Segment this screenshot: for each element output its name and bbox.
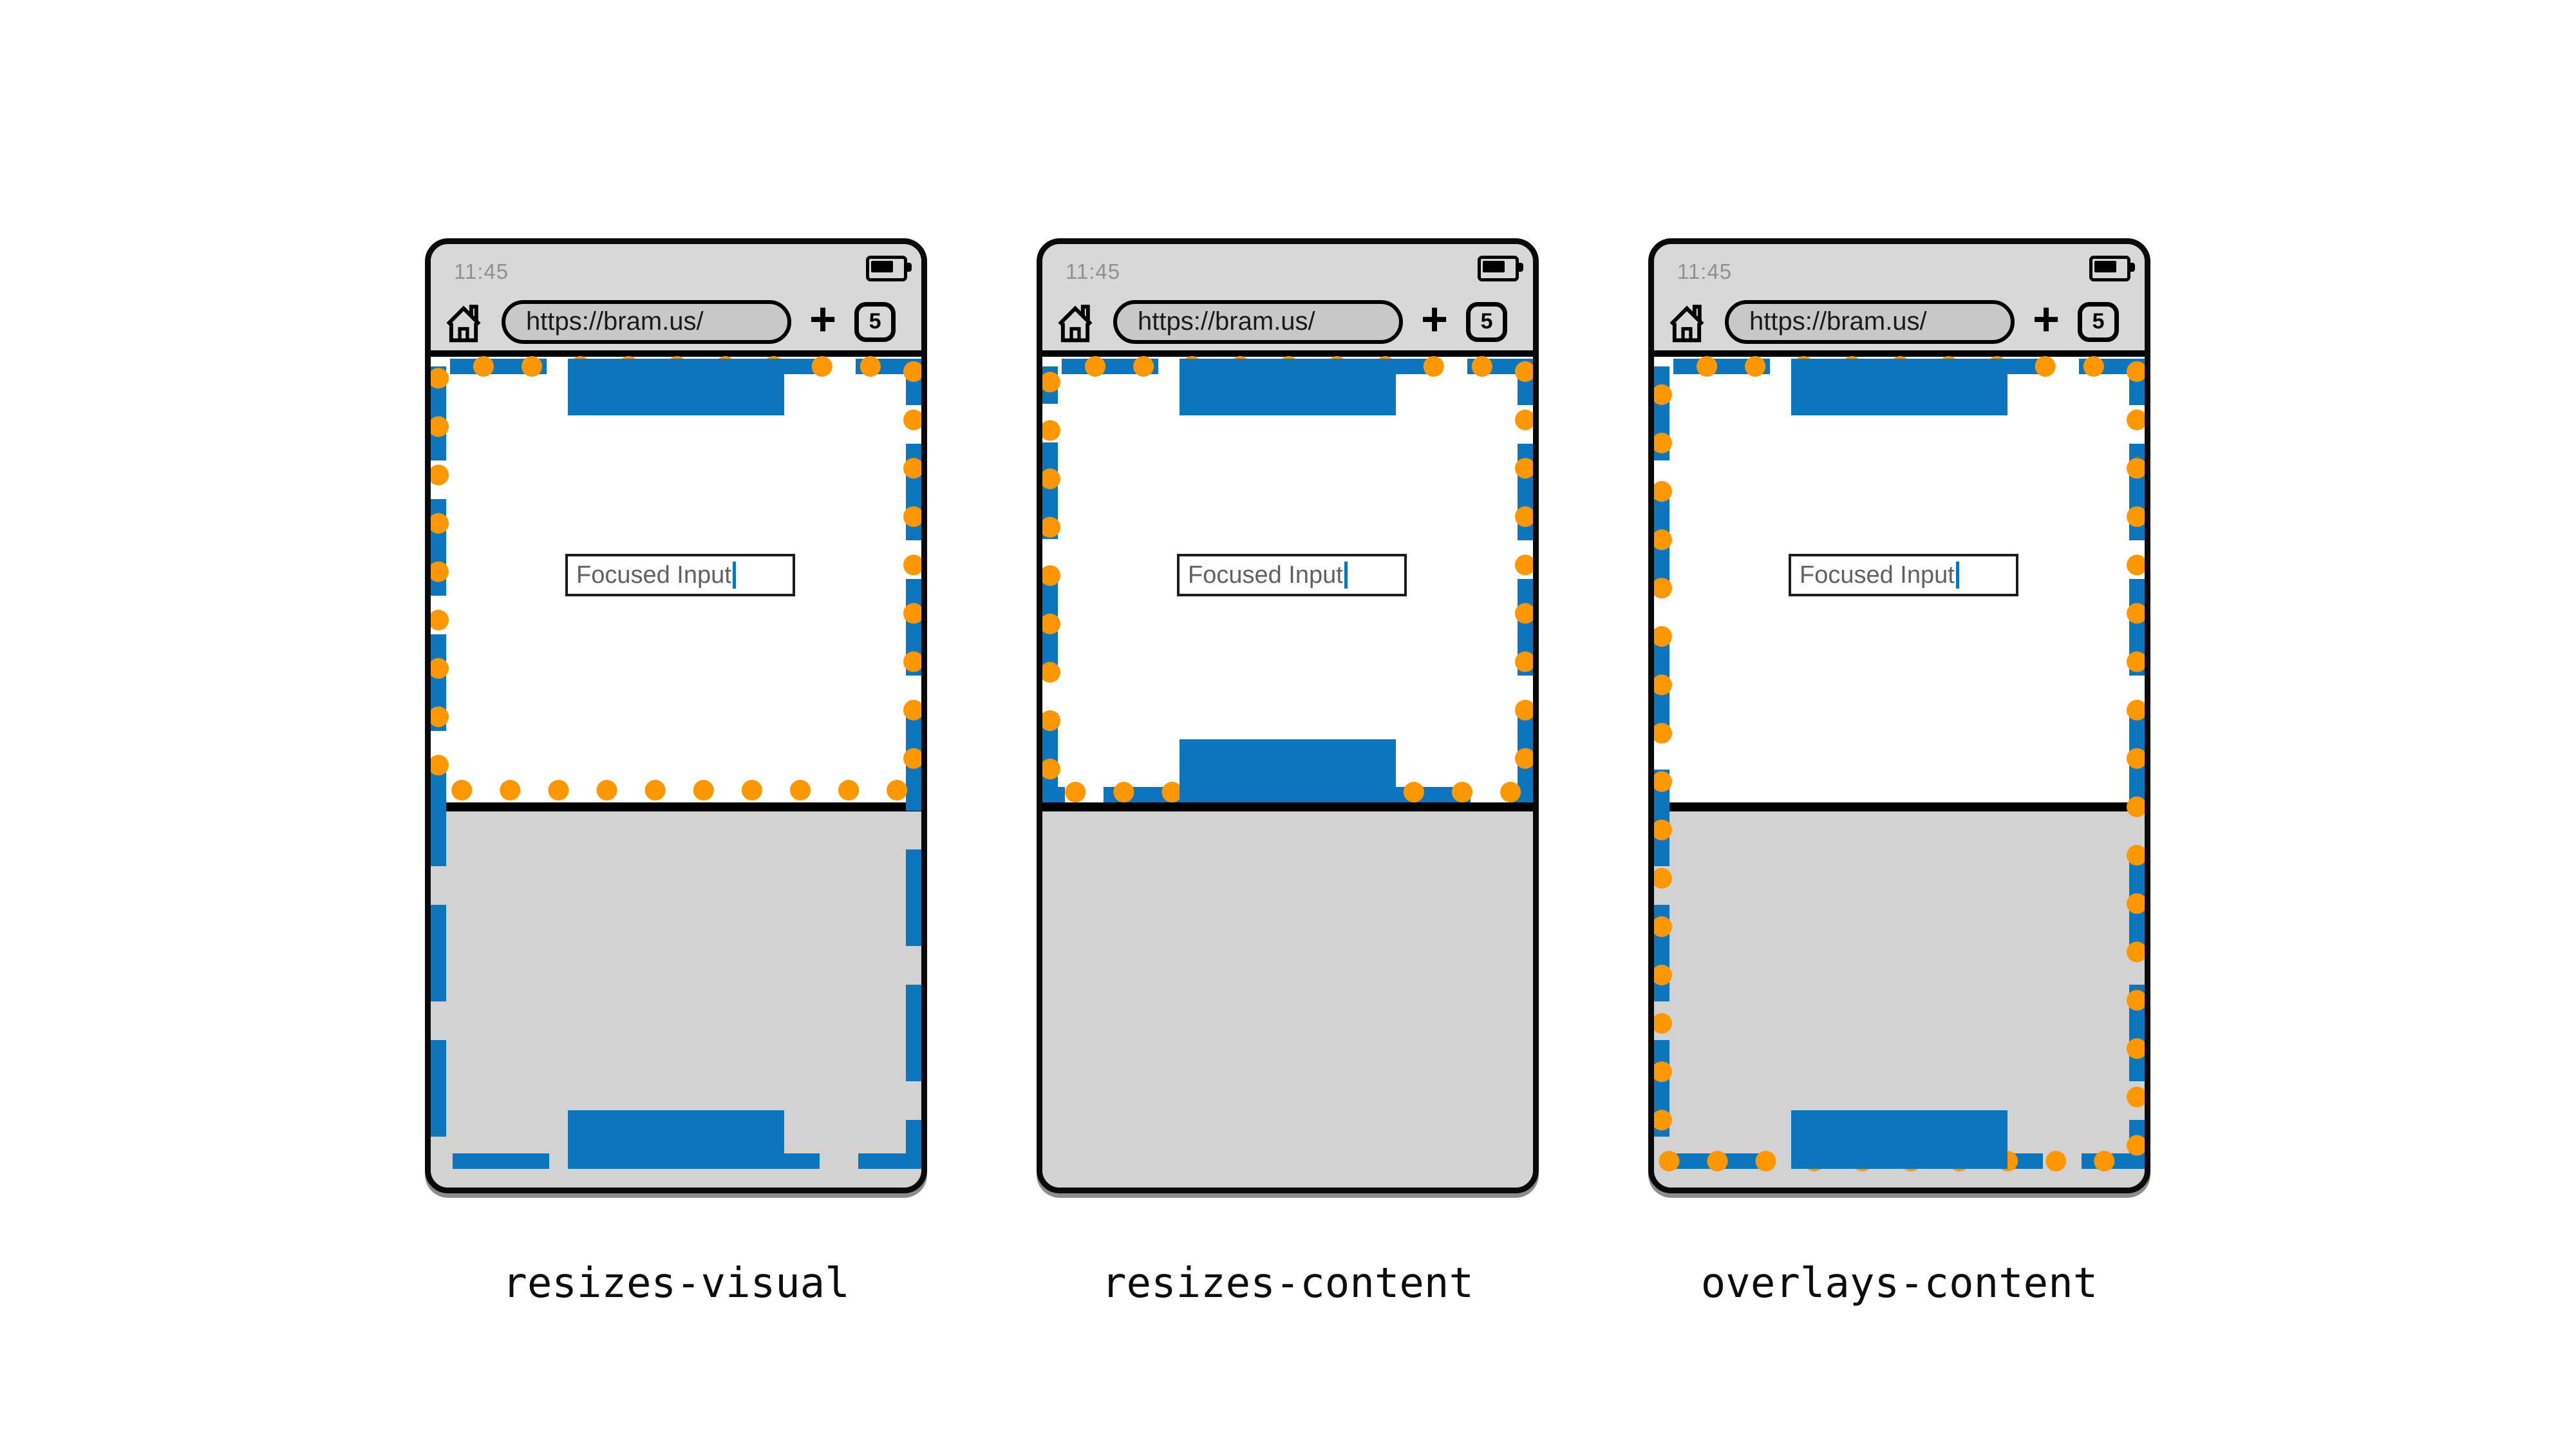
url-text: https://bram.us/ xyxy=(1749,307,1927,336)
fixed-header-bar xyxy=(568,359,784,415)
keyboard-divider xyxy=(431,802,921,811)
battery-nub xyxy=(2130,263,2135,272)
new-tab-icon[interactable]: + xyxy=(809,293,837,345)
battery-icon xyxy=(866,256,912,281)
layout-viewport-border xyxy=(1654,359,2145,1169)
visual-viewport-border xyxy=(1654,356,2145,1171)
focused-input[interactable]: Focused Input xyxy=(565,554,795,596)
home-icon[interactable] xyxy=(1054,301,1096,343)
status-time: 11:45 xyxy=(1066,260,1121,283)
text-caret-icon xyxy=(1955,562,1959,589)
browser-toolbar: https://bram.us/ + 5 xyxy=(1042,293,1533,350)
status-time: 11:45 xyxy=(1677,260,1733,283)
fixed-footer-bar xyxy=(568,1110,784,1169)
input-text: Focused Input xyxy=(1188,561,1343,589)
url-bar[interactable]: https://bram.us/ xyxy=(1113,299,1403,344)
text-caret-icon xyxy=(1344,562,1348,589)
url-text: https://bram.us/ xyxy=(1138,307,1315,336)
mode-label-resizes-visual: resizes-visual xyxy=(502,1260,850,1307)
status-bar: 11:45 xyxy=(1042,244,1533,293)
battery-fill xyxy=(871,261,893,272)
browser-toolbar: https://bram.us/ + 5 xyxy=(1654,293,2145,350)
new-tab-icon[interactable]: + xyxy=(2033,293,2060,345)
status-bar: 11:45 xyxy=(1654,244,2145,293)
fixed-header-bar xyxy=(1791,359,2007,415)
battery-fill xyxy=(2094,261,2116,272)
url-text: https://bram.us/ xyxy=(526,307,704,336)
browser-toolbar: https://bram.us/ + 5 xyxy=(431,293,921,350)
focused-input[interactable]: Focused Input xyxy=(1177,554,1407,596)
battery-icon xyxy=(2089,256,2135,281)
mode-label-resizes-content: resizes-content xyxy=(1102,1260,1474,1307)
tab-counter[interactable]: 5 xyxy=(2078,301,2120,342)
input-text: Focused Input xyxy=(1800,561,1955,589)
tab-counter[interactable]: 5 xyxy=(1466,301,1508,342)
battery-icon xyxy=(1478,256,1523,281)
keyboard-divider xyxy=(1042,802,1533,811)
phone-mockup-overlays-content: 11:45 https://bram.us/ + 5 xyxy=(1648,238,2150,1193)
virtual-keyboard-area xyxy=(1042,811,1533,1188)
input-text: Focused Input xyxy=(576,561,731,589)
viewport-overlay xyxy=(1042,356,1533,802)
new-tab-icon[interactable]: + xyxy=(1421,293,1449,345)
fixed-footer-bar xyxy=(1180,739,1396,802)
keyboard-divider xyxy=(1654,802,2145,811)
viewport-overlay xyxy=(1654,356,2145,1171)
fixed-footer-bar xyxy=(1791,1110,2007,1169)
battery-fill xyxy=(1483,261,1505,272)
toolbar-divider xyxy=(1042,350,1533,357)
focused-input[interactable]: Focused Input xyxy=(1789,554,2018,596)
text-caret-icon xyxy=(732,562,736,589)
mode-label-overlays-content: overlays-content xyxy=(1700,1260,2098,1307)
url-bar[interactable]: https://bram.us/ xyxy=(502,299,791,344)
battery-nub xyxy=(1519,263,1523,272)
viewport-overlay xyxy=(431,356,921,1169)
home-icon[interactable] xyxy=(1666,301,1708,343)
toolbar-divider xyxy=(1654,350,2145,357)
layout-viewport-border xyxy=(431,359,921,1169)
fixed-header-bar xyxy=(1180,359,1396,415)
phone-mockup-resizes-visual: 11:45 https://bram.us/ + 5 xyxy=(425,238,927,1193)
status-bar: 11:45 xyxy=(431,244,921,293)
battery-nub xyxy=(907,263,912,272)
phone-mockup-resizes-content: 11:45 https://bram.us/ + 5 xyxy=(1037,238,1539,1193)
url-bar[interactable]: https://bram.us/ xyxy=(1725,299,2015,344)
home-icon[interactable] xyxy=(442,301,485,343)
toolbar-divider xyxy=(431,350,921,357)
status-time: 11:45 xyxy=(454,260,509,283)
tab-counter[interactable]: 5 xyxy=(854,301,896,342)
